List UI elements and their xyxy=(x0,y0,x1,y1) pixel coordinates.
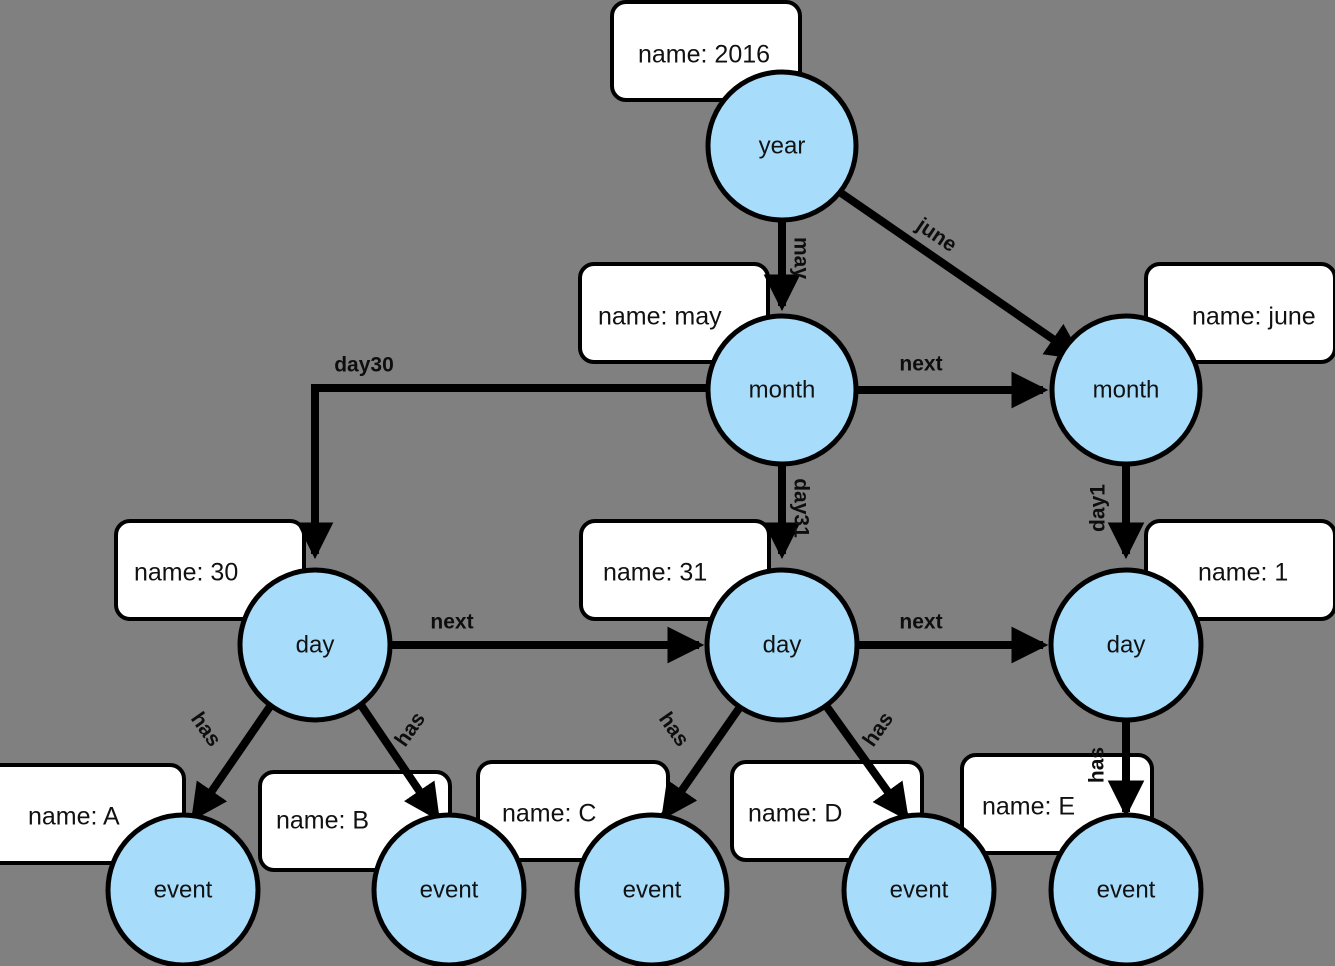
property-box: name: 1 xyxy=(1144,519,1335,621)
node-label: day xyxy=(1107,631,1146,658)
node-eventC[interactable]: event xyxy=(574,812,730,966)
property-box-layer: name: 2016 name: may name: june name: 30 nam… xyxy=(0,0,1335,872)
node-circle-day[interactable] xyxy=(237,567,393,723)
node-circle-day[interactable] xyxy=(704,567,860,723)
property-box-label: name: A xyxy=(28,803,120,831)
node-layer: year month month day day day event event event ev… xyxy=(105,69,1204,966)
property-box-label: name: 1 xyxy=(1198,559,1288,587)
node-day30[interactable]: day xyxy=(237,567,393,723)
property-box-label: name: 31 xyxy=(603,559,707,587)
node-label: month xyxy=(1093,376,1160,403)
node-label: event xyxy=(420,876,479,903)
edge-label-has: has xyxy=(390,708,430,751)
edge-layer xyxy=(190,189,1145,822)
node-label: month xyxy=(749,376,816,403)
edge-label-next: next xyxy=(430,611,473,634)
edge-label-may: may xyxy=(789,237,812,279)
property-box-label: name: C xyxy=(502,800,596,828)
property-box-label: name: june xyxy=(1192,303,1316,331)
edge-has[interactable] xyxy=(660,704,744,821)
edge-label-day30: day30 xyxy=(334,354,394,377)
node-eventE[interactable]: event xyxy=(1048,812,1204,966)
node-eventB[interactable]: event xyxy=(371,812,527,966)
node-label: day xyxy=(296,631,335,658)
edge-day30[interactable] xyxy=(296,384,710,560)
node-circle-event[interactable] xyxy=(371,812,527,966)
node-label: event xyxy=(1097,876,1156,903)
node-circle-event[interactable] xyxy=(574,812,730,966)
property-box-label: name: E xyxy=(982,793,1075,821)
node-year2016[interactable]: year xyxy=(705,69,859,223)
edge-has[interactable] xyxy=(190,702,275,822)
edge-label-day1: day1 xyxy=(1087,484,1110,532)
node-day1[interactable]: day xyxy=(1048,567,1204,723)
edge-label-has: has xyxy=(1086,747,1109,783)
node-eventA[interactable]: event xyxy=(105,812,261,966)
property-box: name: 31 xyxy=(579,519,771,621)
edge-has[interactable] xyxy=(357,702,441,822)
edge-label-has: has xyxy=(654,708,694,751)
property-box-label: name: D xyxy=(748,800,842,828)
node-circle-event[interactable] xyxy=(105,812,261,966)
edge-has[interactable] xyxy=(823,704,910,822)
node-label: day xyxy=(763,631,802,658)
node-monthJune[interactable]: month xyxy=(1049,313,1203,467)
edge-label-day31: day31 xyxy=(789,478,812,538)
property-box-label: name: may xyxy=(598,303,722,331)
edge-label-next: next xyxy=(899,353,942,376)
node-label: event xyxy=(623,876,682,903)
node-circle-month[interactable] xyxy=(1049,313,1203,467)
node-circle-month[interactable] xyxy=(705,313,859,467)
edge-label-has: has xyxy=(858,708,898,751)
edge-june[interactable] xyxy=(838,189,1084,361)
property-box-rect xyxy=(1144,519,1335,621)
property-box-label: name: B xyxy=(276,807,369,835)
property-box-label: name: 2016 xyxy=(638,41,770,69)
node-label: year xyxy=(759,132,806,159)
node-label: event xyxy=(154,876,213,903)
node-circle-event[interactable] xyxy=(841,812,997,966)
node-label: event xyxy=(890,876,949,903)
node-circle-year[interactable] xyxy=(705,69,859,223)
property-box: name: june xyxy=(1144,262,1335,364)
property-box-label: name: 30 xyxy=(134,559,238,587)
node-circle-event[interactable] xyxy=(1048,812,1204,966)
property-box-rect xyxy=(1144,262,1335,364)
node-day31[interactable]: day xyxy=(704,567,860,723)
edge-label-has: has xyxy=(186,708,226,751)
property-box: name: may xyxy=(578,262,770,364)
edge-label-next: next xyxy=(899,611,942,634)
node-circle-day[interactable] xyxy=(1048,567,1204,723)
node-monthMay[interactable]: month xyxy=(705,313,859,467)
node-eventD[interactable]: event xyxy=(841,812,997,966)
property-box-rect xyxy=(578,262,770,364)
